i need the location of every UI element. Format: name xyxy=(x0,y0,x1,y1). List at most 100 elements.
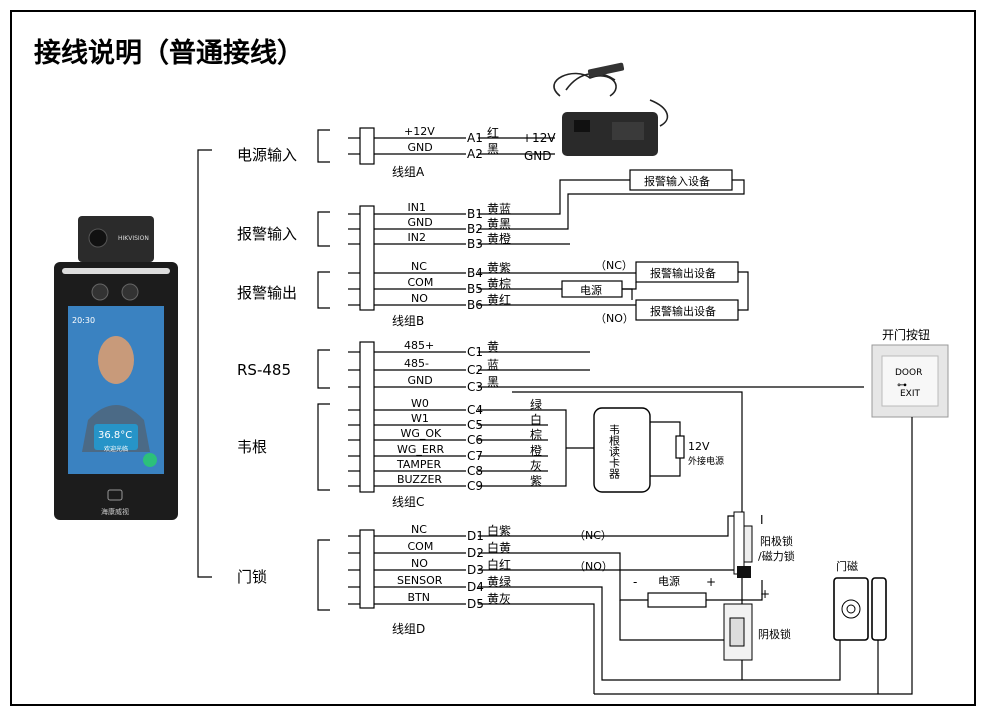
lock-power-box xyxy=(647,592,707,608)
screen-time: 20:30 xyxy=(72,316,95,325)
wire-signal-C8: TAMPER xyxy=(396,458,441,471)
wire-pin-C9: C9 xyxy=(467,479,483,493)
wire-pin-C4: C4 xyxy=(467,403,483,417)
thermal-camera-module xyxy=(78,216,154,262)
wire-color-A1: 红 xyxy=(487,125,499,140)
wire-signal-D3: NO xyxy=(411,557,428,570)
camera-lens-icon xyxy=(121,283,139,301)
device-bottom-brand: 海康威视 xyxy=(101,507,129,516)
lock-no-label: （NO） xyxy=(574,560,613,573)
alarm-output-device-2-label: 报警输出设备 xyxy=(650,304,716,318)
exit-exit-text: EXIT xyxy=(900,389,921,399)
wire-color-C4: 绿 xyxy=(530,397,542,412)
wire-color-B1: 黄蓝 xyxy=(487,202,511,216)
wire-color-B2: 黄黑 xyxy=(487,217,511,231)
wire-color-D4: 黄绿 xyxy=(487,574,511,589)
wire-color-C7: 橙 xyxy=(530,443,542,458)
camera-lens-icon xyxy=(91,283,109,301)
wire-signal-D4: SENSOR xyxy=(397,574,443,587)
wire-pin-D4: D4 xyxy=(467,580,484,594)
lock-power-minus: - xyxy=(633,575,637,589)
bundle-label-B: 线组B xyxy=(392,314,424,328)
external-power-icon xyxy=(675,435,685,459)
wire-signal-C2: 485- xyxy=(404,357,429,370)
card-reader xyxy=(593,407,651,493)
door-contact-label: 门磁 xyxy=(836,559,858,573)
exit-door-text: DOOR xyxy=(895,368,922,378)
bundle-label-D: 线组D xyxy=(392,622,425,636)
anode-lock-mark: I xyxy=(760,513,764,527)
key-icon: ⊶ xyxy=(897,380,907,391)
bundle-label-A: 线组A xyxy=(392,165,425,179)
alarm-output-device-1-label: 报警输出设备 xyxy=(650,266,716,280)
wire-pin-B3: B3 xyxy=(467,237,483,251)
wire-color-B6: 黄红 xyxy=(487,292,511,307)
wire-color-B4: 黄紫 xyxy=(487,261,511,275)
wire-pin-D3: D3 xyxy=(467,563,484,577)
lock-power-plus: + xyxy=(706,575,716,589)
ext-power-voltage: 12V xyxy=(688,440,710,453)
group-label-rs485: RS-485 xyxy=(237,361,291,379)
wire-pin-C8: C8 xyxy=(467,464,483,478)
lock-power-label: 电源 xyxy=(658,574,680,588)
wire-color-C6: 棕 xyxy=(530,427,542,442)
wire-signal-D5: BTN xyxy=(408,591,431,604)
wire-signal-C1: 485+ xyxy=(404,339,434,352)
screen-temperature: 36.8°C xyxy=(98,430,132,441)
wire-pin-D1: D1 xyxy=(467,529,484,543)
wire-pin-C5: C5 xyxy=(467,418,483,432)
wire-pin-D2: D2 xyxy=(467,546,484,560)
connector-A xyxy=(359,127,375,165)
wire-pin-B6: B6 xyxy=(467,298,483,312)
group-label-wiegand: 韦根 xyxy=(237,438,267,456)
group-label-alarm-out: 报警输出 xyxy=(237,284,297,302)
cathode-lock xyxy=(723,603,753,661)
wire-pin-A1: A1 xyxy=(467,131,483,145)
wire-signal-B2: GND xyxy=(408,216,433,229)
wire-signal-D2: COM xyxy=(408,540,434,553)
bundle-label-C: 线组C xyxy=(392,495,424,509)
wire-pin-C2: C2 xyxy=(467,363,483,377)
face-terminal-device: HIKVISION 20:30 36.8°C 欢迎光临 海康威视 xyxy=(54,216,178,520)
diagram-frame xyxy=(10,10,976,706)
connector-D xyxy=(359,529,375,609)
thermal-lens-icon xyxy=(88,228,108,248)
anode-lock xyxy=(733,511,753,578)
wire-pin-B5: B5 xyxy=(467,282,483,296)
wire-signal-C4: W0 xyxy=(411,397,429,410)
ext-power-label: 外接电源 xyxy=(688,455,724,467)
wire-signal-A2: GND xyxy=(408,141,433,154)
wire-signal-D1: NC xyxy=(411,523,427,536)
wire-signal-C7: WG_ERR xyxy=(397,443,444,456)
wire-color-C8: 灰 xyxy=(530,459,542,473)
face-avatar xyxy=(98,336,134,384)
wire-signal-B5: COM xyxy=(408,276,434,289)
wire-color-D3: 白红 xyxy=(487,557,511,572)
exit-button: DOOR EXIT ⊶ xyxy=(871,344,949,418)
wire-color-C9: 紫 xyxy=(530,474,542,488)
group-label-power: 电源输入 xyxy=(237,146,297,164)
page-title: 接线说明（普通接线） xyxy=(34,37,304,69)
card-reader-icon xyxy=(107,489,123,501)
mag-lock-label: /磁力锁 xyxy=(758,549,795,563)
light-bar xyxy=(62,268,170,274)
wire-pin-B2: B2 xyxy=(467,222,483,236)
door-contact xyxy=(833,577,887,641)
adapter-plus-label: +12V xyxy=(522,131,556,145)
wire-signal-C6: WG_OK xyxy=(401,427,443,440)
wire-pin-B4: B4 xyxy=(467,266,483,280)
wire-pin-C7: C7 xyxy=(467,449,483,463)
check-icon xyxy=(143,453,157,467)
wire-pin-C3: C3 xyxy=(467,380,483,394)
wire-color-C3: 黑 xyxy=(487,375,499,389)
wire-signal-C9: BUZZER xyxy=(397,473,442,486)
wire-color-B5: 黄棕 xyxy=(487,276,511,291)
wire-color-A2: 黑 xyxy=(487,142,499,156)
wire-signal-B1: IN1 xyxy=(408,201,426,214)
wire-pin-B1: B1 xyxy=(467,207,483,221)
wire-color-D2: 白黄 xyxy=(487,540,511,555)
wire-signal-B6: NO xyxy=(411,292,428,305)
wire-signal-C3: GND xyxy=(408,374,433,387)
anode-lock-label: 阳极锁 xyxy=(760,534,793,548)
